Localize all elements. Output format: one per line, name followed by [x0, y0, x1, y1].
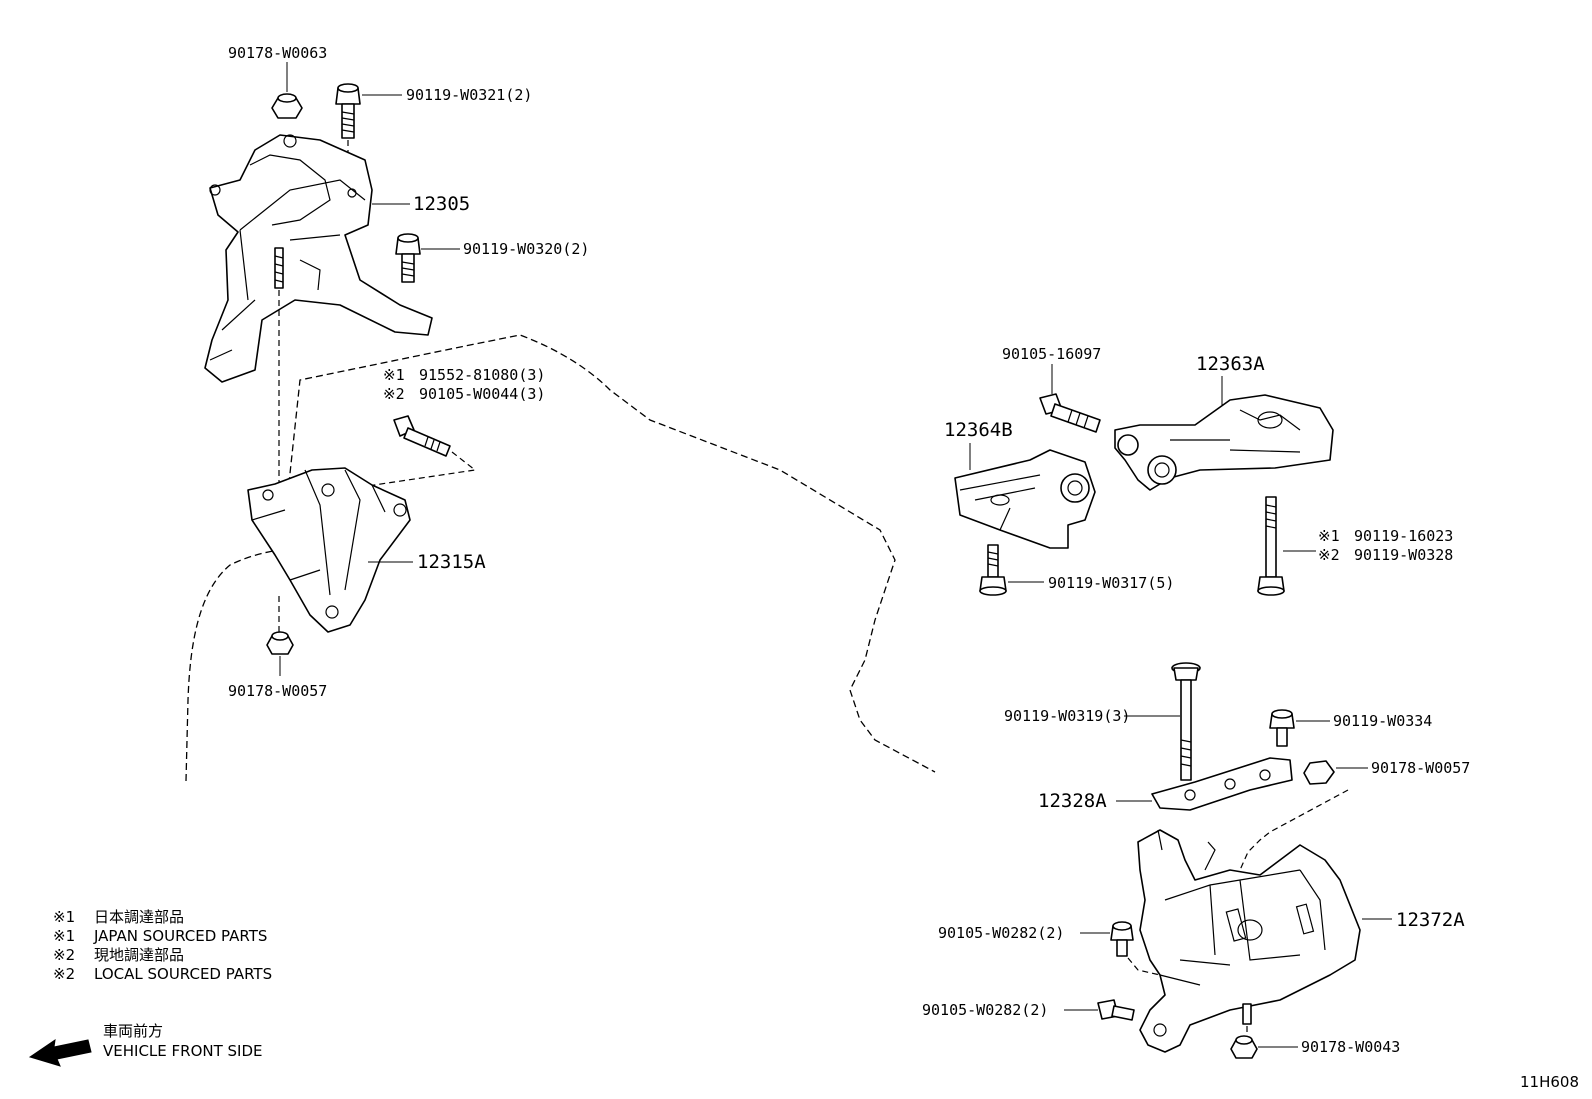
legend-marker-1: ※1 [53, 908, 75, 926]
arrow-left-icon [28, 1038, 92, 1067]
legend-line-4: LOCAL SOURCED PARTS [94, 965, 272, 983]
note-90105: 90105-W0044(3) [419, 385, 545, 403]
note-marker-16023: ※1 [1318, 527, 1340, 545]
callout-bolt-16023: 90119-16023 [1354, 527, 1453, 545]
callout-bolt-w0334: 90119-W0334 [1333, 712, 1432, 730]
legend-line-3: 現地調達部品 [94, 946, 184, 964]
legend-marker-3: ※2 [53, 946, 75, 964]
callout-mount-12372A: 12372A [1396, 909, 1465, 931]
legend: ※1 日本調達部品 ※1 JAPAN SOURCED PARTS ※2 現地調達… [53, 908, 272, 983]
legend-line-1: 日本調達部品 [94, 908, 184, 926]
note-marker-1: ※1 [383, 366, 405, 384]
bolt-90105-W0282-b [1097, 999, 1135, 1021]
callout-bolt-w0328: 90119-W0328 [1354, 546, 1453, 564]
callout-bolt-w0282-b: 90105-W0282(2) [922, 1001, 1048, 1019]
callout-nut-top: 90178-W0063 [228, 44, 327, 62]
callout-bolt-w0317: 90119-W0317(5) [1048, 574, 1174, 592]
note-marker-2: ※2 [383, 385, 405, 403]
bracket-12364B [954, 449, 1096, 549]
bracket-12315A [247, 467, 411, 633]
plate-12328A [1151, 757, 1293, 811]
nut-90178-W0057-right [1303, 760, 1335, 785]
bolt-90119-16023 [1257, 496, 1285, 596]
engine-outline [185, 334, 936, 782]
bolt-90105-16097 [1039, 393, 1101, 433]
callout-bracket-12364B: 12364B [944, 419, 1013, 441]
callout-mount-12305: 12305 [413, 193, 470, 215]
callout-bolt-w0319: 90119-W0319(3) [1004, 707, 1130, 725]
callout-bracket-12315A: 12315A [417, 551, 486, 573]
stud-12305 [274, 247, 284, 289]
callout-bolt-w0282-a: 90105-W0282(2) [938, 924, 1064, 942]
nut-90178-W0063 [271, 93, 303, 119]
bolt-90105-W0044 [393, 415, 451, 457]
bolt-90119-W0319 [1171, 662, 1201, 781]
bolt-90119-W0320 [395, 233, 421, 283]
callout-bolt-16097: 90105-16097 [1002, 345, 1101, 363]
front-label-jp: 車両前方 [103, 1022, 163, 1040]
bolt-90119-W0334 [1269, 709, 1295, 747]
note-91552: 91552-81080(3) [419, 366, 545, 384]
callout-nut-w0043: 90178-W0043 [1301, 1038, 1400, 1056]
engine-mount-12305 [204, 134, 433, 383]
engine-mount-12372A [1137, 829, 1361, 1053]
front-label-en: VEHICLE FRONT SIDE [103, 1042, 263, 1060]
callout-plate-12328A: 12328A [1038, 790, 1107, 812]
drawing-code: 11H608 [1520, 1073, 1579, 1091]
callout-bolt-mid: 90119-W0320(2) [463, 240, 589, 258]
vehicle-front-indicator: 車両前方 VEHICLE FRONT SIDE [28, 1022, 263, 1067]
legend-line-2: JAPAN SOURCED PARTS [93, 927, 267, 945]
legend-marker-2: ※1 [53, 927, 75, 945]
callout-nut-bottom-left: 90178-W0057 [228, 682, 327, 700]
note-marker-w0328: ※2 [1318, 546, 1340, 564]
callout-nut-w0057-right: 90178-W0057 [1371, 759, 1470, 777]
nut-90178-W0057-left [266, 631, 294, 655]
callout-bolt-top: 90119-W0321(2) [406, 86, 532, 104]
bolt-90119-W0317 [979, 544, 1007, 596]
torque-rod-12363A [1114, 394, 1334, 491]
callout-rod-12363A: 12363A [1196, 353, 1265, 375]
legend-marker-4: ※2 [53, 965, 75, 983]
bolt-90119-W0321 [335, 83, 361, 139]
nut-90178-W0043 [1230, 1003, 1258, 1059]
bolt-90105-W0282-a [1110, 921, 1134, 957]
